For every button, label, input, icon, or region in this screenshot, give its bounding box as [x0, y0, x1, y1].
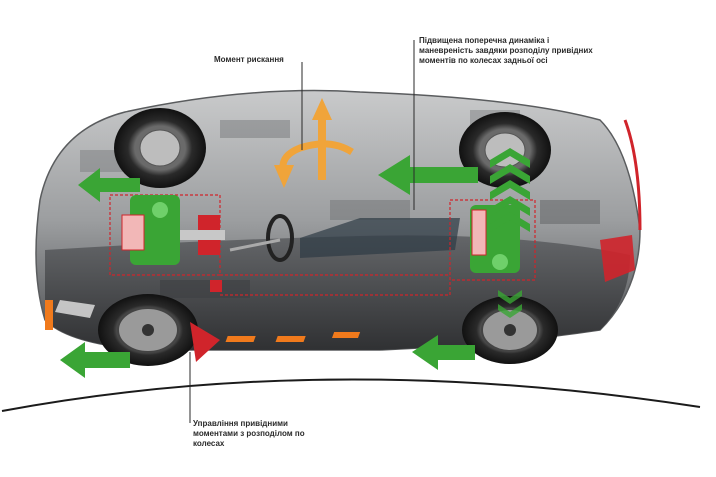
green-direction-arrow-icon: [60, 155, 478, 378]
rear-torque-chevron-icon: [490, 148, 530, 318]
torque-control-label: Управління привідними моментами з розпод…: [193, 419, 305, 448]
rear-right-arrow: [412, 335, 475, 370]
front-left-arrow: [78, 168, 140, 202]
steering-wheel: [266, 214, 294, 262]
front-right-wheel: [98, 294, 198, 366]
rear-left-arrow: [378, 155, 478, 195]
rear-right-wheel: [462, 296, 558, 364]
rear-motor: [470, 205, 520, 273]
yaw-moment-label: Момент рискання: [214, 55, 284, 64]
power-electronics: [180, 215, 225, 292]
drivetrain: [109, 194, 536, 296]
front-left-wheel: [114, 108, 206, 188]
rear-dynamics-label: Підвищена поперечна динаміка і маневрені…: [419, 36, 593, 65]
road-curve: [1, 378, 701, 412]
front-motor: [121, 195, 180, 265]
yaw-arrow-icon: [274, 98, 354, 188]
torque-wedge: [190, 322, 220, 362]
front-right-arrow: [60, 342, 130, 378]
